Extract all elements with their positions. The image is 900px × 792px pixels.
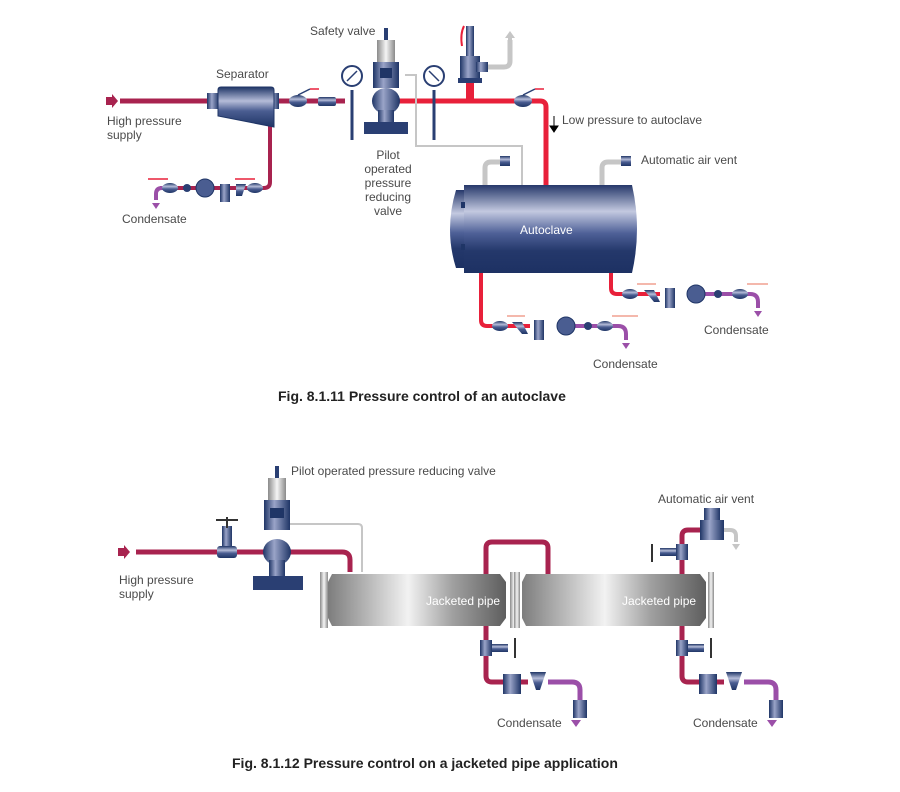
label-safety-valve: Safety valve xyxy=(310,24,376,38)
autoclave-drain-pipe-bottom xyxy=(479,273,530,328)
trap-set-2 xyxy=(676,638,783,718)
jacketed-pipe-2 xyxy=(514,572,714,628)
steam-trap-set-bottom xyxy=(492,315,638,349)
label-condensate-2: Condensate xyxy=(693,716,758,730)
label-high-pressure-supply: High pressure supply xyxy=(107,114,182,142)
label-condensate-right: Condensate xyxy=(704,323,769,337)
figure-caption-1: Fig. 8.1.11 Pressure control of an autoc… xyxy=(278,388,566,404)
air-vent-pipe xyxy=(679,527,702,574)
label-jacketed-pipe-1: Jacketed pipe xyxy=(426,594,501,608)
separator xyxy=(207,86,279,128)
isolation-valve-1[interactable] xyxy=(289,88,319,107)
steam-trap-set-right xyxy=(622,283,768,317)
label-high-pressure-supply-2: High pressure supply xyxy=(119,573,194,601)
low-pressure-pipe xyxy=(395,98,549,185)
condensate-arrow-icon-1 xyxy=(571,720,581,727)
label-line: pressure xyxy=(364,176,412,190)
label-line: Pilot xyxy=(376,148,400,162)
label-line: reducing xyxy=(364,190,412,204)
condensate-pipe-1 xyxy=(548,679,583,700)
pressure-gauge-upstream xyxy=(341,65,363,140)
autoclave-vessel xyxy=(450,185,637,273)
air-vent-pipe-left xyxy=(482,159,503,185)
label-automatic-air-vent-2: Automatic air vent xyxy=(658,492,755,506)
label-line: supply xyxy=(119,587,154,601)
automatic-air-vent xyxy=(621,156,631,166)
label-condensate-bottom: Condensate xyxy=(593,357,658,371)
label-line: High pressure xyxy=(107,114,182,128)
drain-pipe-2 xyxy=(679,626,724,685)
figure-jacketed-pipe xyxy=(118,466,783,727)
air-vent-left xyxy=(500,156,510,166)
separator-drain-pipe xyxy=(160,125,272,190)
pressure-gauge-downstream xyxy=(423,65,445,140)
pilot-operated-prv-2 xyxy=(253,466,303,590)
label-line: supply xyxy=(107,128,142,142)
label-line: valve xyxy=(373,204,402,218)
supply-arrow-icon-2 xyxy=(118,545,130,559)
label-autoclave: Autoclave xyxy=(520,223,573,237)
drain-pipe-1 xyxy=(483,626,528,685)
pipeline-strainer xyxy=(318,97,336,106)
label-separator: Separator xyxy=(216,67,269,81)
label-jacketed-pipe-2: Jacketed pipe xyxy=(622,594,697,608)
jacket-crossover-pipe xyxy=(483,539,551,574)
sensing-line xyxy=(405,74,523,185)
figure-autoclave xyxy=(106,25,768,349)
autoclave-condensate-right xyxy=(690,292,760,308)
label-low-pressure: Low pressure to autoclave xyxy=(562,113,703,127)
air-vent-isolation-valve[interactable] xyxy=(651,544,688,562)
condensate-arrow-icon-2 xyxy=(767,720,777,727)
figure-caption-2: Fig. 8.1.12 Pressure control on a jacket… xyxy=(232,755,618,771)
label-condensate-left: Condensate xyxy=(122,212,187,226)
condensate-pipe-2 xyxy=(744,679,779,700)
pilot-operated-prv xyxy=(364,28,408,134)
label-automatic-air-vent: Automatic air vent xyxy=(641,153,738,167)
autoclave-condensate-bottom xyxy=(560,324,628,340)
label-prv-2: Pilot operated pressure reducing valve xyxy=(291,464,496,478)
sensing-line-2 xyxy=(290,523,363,572)
label-prv: Pilot operated pressure reducing valve xyxy=(356,148,420,218)
supply-arrow-icon xyxy=(106,94,118,108)
separator-trap-set xyxy=(148,178,263,209)
stop-valve[interactable] xyxy=(216,517,238,558)
high-pressure-pipe-2 xyxy=(136,549,353,572)
label-condensate-1: Condensate xyxy=(497,716,562,730)
label-line: High pressure xyxy=(119,573,194,587)
isolation-valve-2[interactable] xyxy=(514,88,544,107)
autoclave-drain-pipe-right xyxy=(609,273,660,296)
automatic-air-vent-2 xyxy=(700,508,740,550)
safety-valve xyxy=(458,25,515,99)
flow-arrow-icon xyxy=(549,116,559,133)
air-vent-pipe-right xyxy=(599,159,622,185)
label-line: operated xyxy=(364,162,412,176)
trap-set-1 xyxy=(480,638,587,718)
